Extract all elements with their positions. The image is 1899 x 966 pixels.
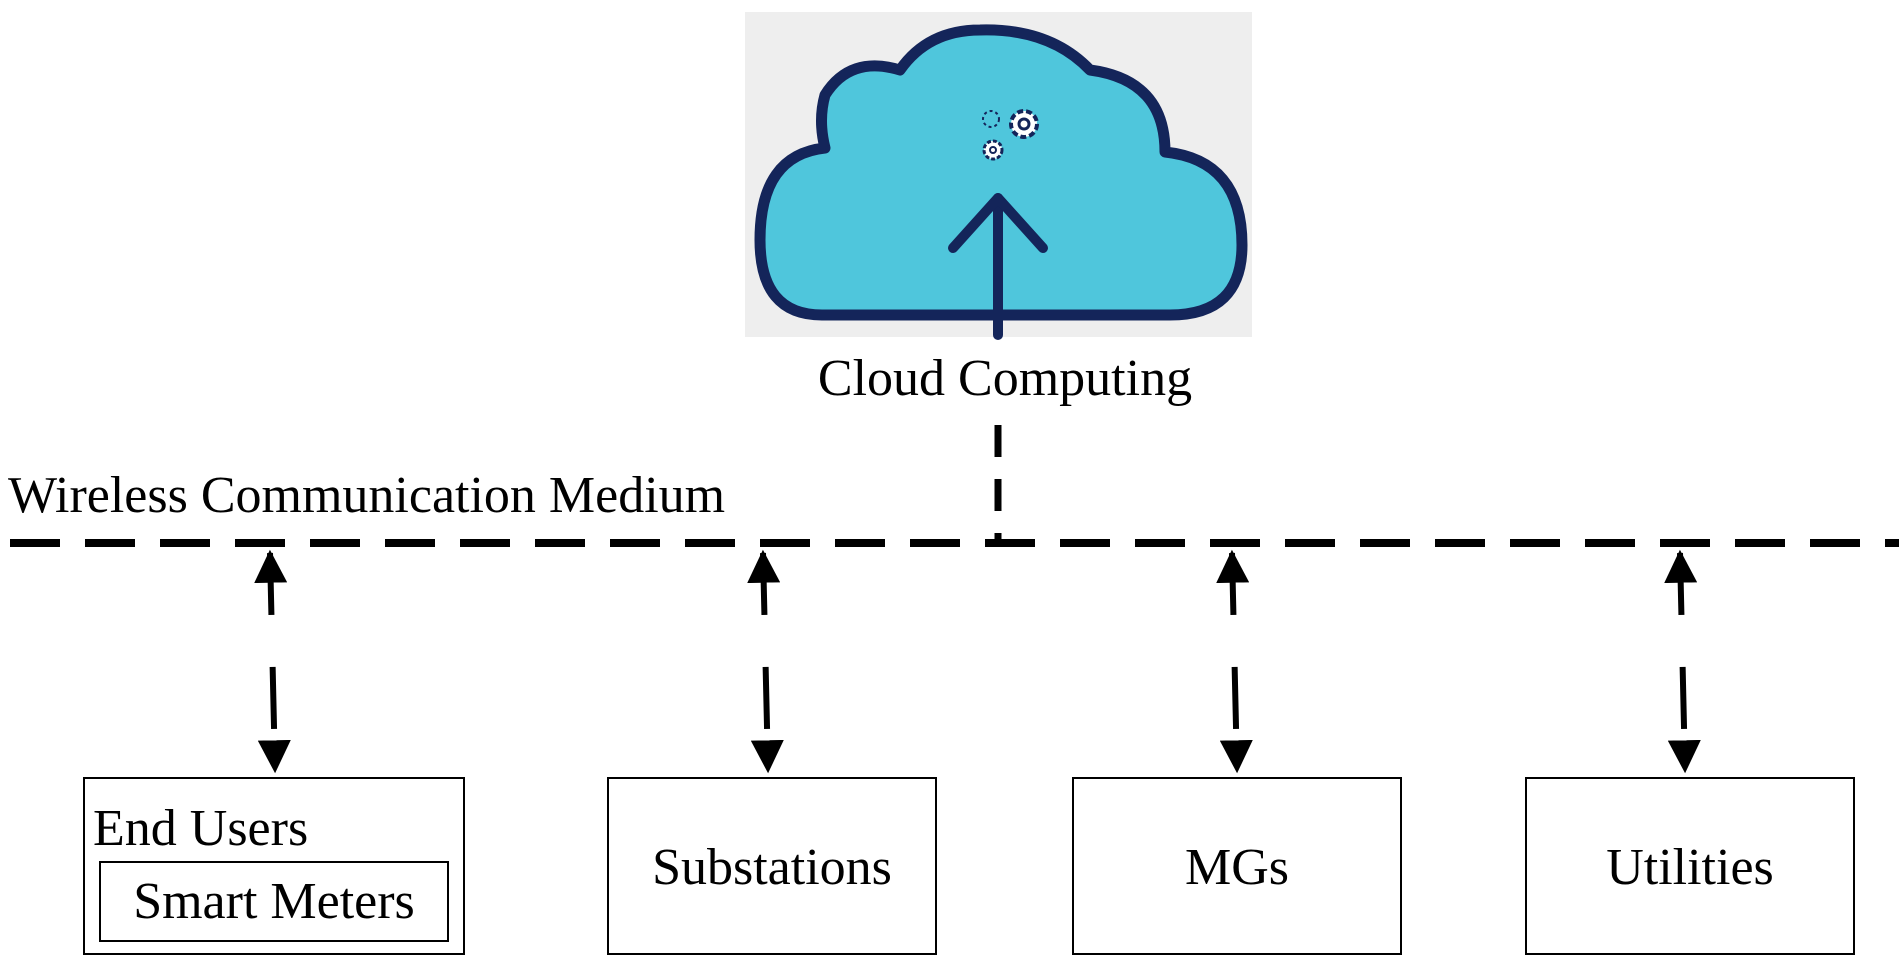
utilities-box bbox=[1525, 777, 1855, 955]
smart-meters-label: Smart Meters bbox=[133, 873, 415, 930]
node-end-users: End Users Smart Meters bbox=[83, 777, 465, 955]
gears-icon bbox=[982, 109, 1039, 161]
utilities-arrow bbox=[1664, 549, 1701, 774]
substations-arrow bbox=[747, 549, 784, 774]
end-users-arrow bbox=[254, 549, 291, 774]
upload-arrow-head bbox=[948, 193, 1048, 253]
substations-label: Substations bbox=[652, 839, 892, 896]
node-utilities: Utilities bbox=[1525, 777, 1855, 955]
connector-arrows bbox=[254, 549, 1701, 774]
cloud-label: Cloud Computing bbox=[818, 350, 1192, 407]
cloud-to-bus-connector bbox=[994, 425, 1008, 547]
node-substations: Substations bbox=[607, 777, 937, 955]
smart-meters-box bbox=[99, 861, 449, 942]
mgs-label: MGs bbox=[1185, 839, 1289, 896]
utilities-label: Utilities bbox=[1606, 839, 1774, 896]
mgs-box bbox=[1072, 777, 1402, 955]
mgs-arrow bbox=[1216, 549, 1253, 774]
cloud-shape bbox=[754, 24, 1248, 321]
node-mgs: MGs bbox=[1072, 777, 1402, 955]
substations-box bbox=[607, 777, 937, 955]
network-label: Wireless Communication Medium bbox=[8, 467, 725, 524]
end-users-label: End Users bbox=[93, 800, 308, 857]
cloud-icon bbox=[745, 12, 1252, 340]
